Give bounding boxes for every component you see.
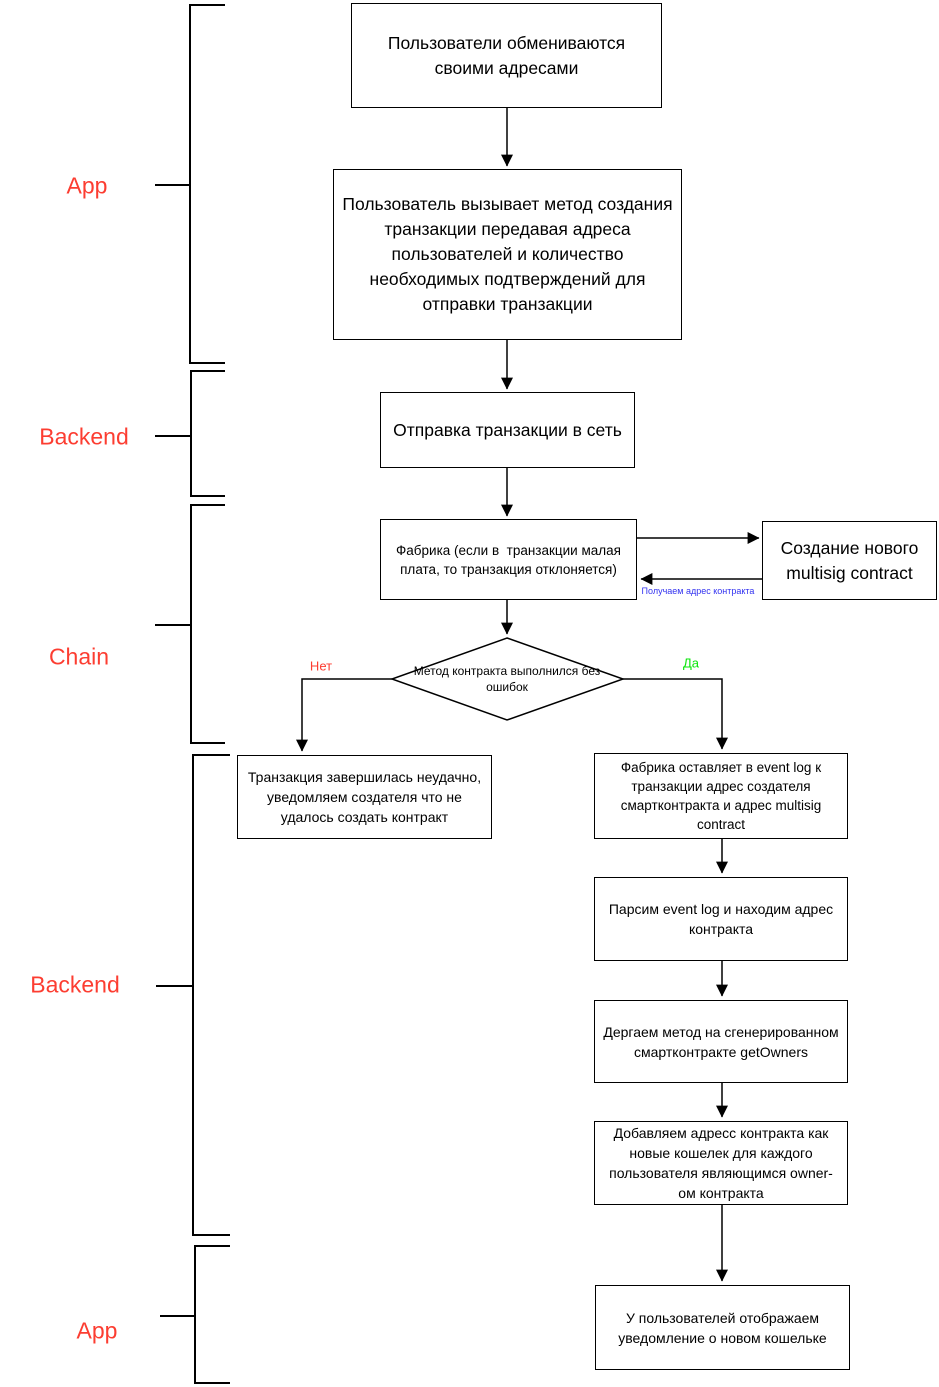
- node-factory: Фабрика (если в транзакции малая плата, …: [380, 519, 637, 600]
- bracket-app-bottom: [194, 1245, 230, 1384]
- edge-label-yes: Да: [682, 655, 700, 671]
- edge-label-get-contract-address: Получаем адрес контракта: [641, 586, 755, 596]
- bracket-backend-top: [190, 370, 225, 497]
- node-show-notification: У пользователей отображаем уведомление о…: [595, 1285, 850, 1370]
- node-tx-failed-label: Транзакция завершилась неудачно, уведомл…: [247, 769, 485, 825]
- lane-label-chain: Chain: [48, 643, 110, 670]
- node-call-get-owners: Дергаем метод на сгенерированном смартко…: [594, 1000, 848, 1083]
- node-send-tx-label: Отправка транзакции в сеть: [393, 419, 622, 440]
- node-parse-event-log-label: Парсим event log и находим адрес контрак…: [608, 901, 838, 937]
- node-exchange-addresses-label: Пользователи обмениваются своими адресам…: [387, 32, 631, 78]
- decision-diamond-shape: [389, 637, 626, 721]
- edge-label-no: Нет: [309, 658, 333, 674]
- node-send-tx: Отправка транзакции в сеть: [380, 392, 635, 468]
- node-add-wallet: Добавляем адресс контракта как новые кош…: [594, 1121, 848, 1205]
- lane-label-app-bottom: App: [76, 1317, 118, 1344]
- lane-label-backend-bottom: Backend: [30, 971, 120, 998]
- arrow-decision-no: [296, 678, 392, 752]
- node-factory-event-log-label: Фабрика оставляет в event log к транзакц…: [620, 760, 825, 832]
- node-call-create-tx: Пользователь вызывает метод создания тра…: [333, 169, 682, 340]
- flow-arrows: [296, 108, 762, 1282]
- node-create-multisig: Создание нового multisig contract: [762, 521, 937, 600]
- node-parse-event-log: Парсим event log и находим адрес контрак…: [594, 877, 848, 961]
- node-show-notification-label: У пользователей отображаем уведомление о…: [618, 1309, 827, 1346]
- node-call-create-tx-label: Пользователь вызывает метод создания тра…: [342, 194, 678, 314]
- lane-brackets: [155, 4, 230, 1384]
- bracket-app-top: [189, 4, 225, 364]
- bracket-backend-bottom: [192, 754, 230, 1236]
- arrow-decision-yes: [623, 678, 728, 750]
- node-factory-label: Фабрика (если в транзакции малая плата, …: [396, 542, 625, 577]
- bracket-chain: [190, 504, 225, 744]
- node-call-get-owners-label: Дергаем метод на сгенерированном смартко…: [603, 1023, 843, 1060]
- lane-label-backend-top: Backend: [39, 423, 129, 450]
- lane-label-app-top: App: [66, 172, 108, 199]
- node-add-wallet-label: Добавляем адресс контракта как новые кош…: [609, 1125, 833, 1201]
- node-decision-label: Метод контракта выполнился без ошибок: [413, 664, 601, 694]
- node-exchange-addresses: Пользователи обмениваются своими адресам…: [351, 3, 662, 108]
- node-tx-failed: Транзакция завершилась неудачно, уведомл…: [237, 755, 492, 839]
- node-create-multisig-label: Создание нового multisig contract: [780, 537, 924, 583]
- node-factory-event-log: Фабрика оставляет в event log к транзакц…: [594, 753, 848, 839]
